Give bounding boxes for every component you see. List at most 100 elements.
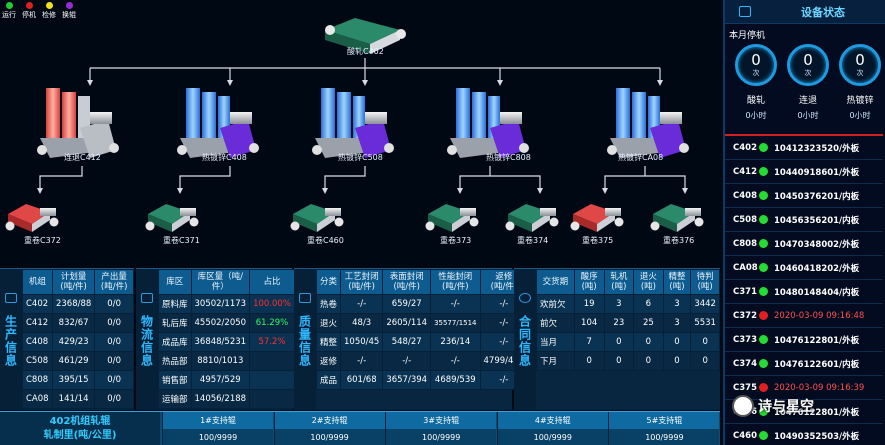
- gauge-count: 0: [751, 50, 761, 69]
- device-icon: [739, 6, 751, 17]
- watermark-logo-icon: [732, 395, 754, 417]
- machine-l2-2[interactable]: [312, 88, 394, 158]
- machine-l2-1[interactable]: [177, 88, 259, 158]
- table-cell: C412: [22, 313, 53, 333]
- machine-l2-3[interactable]: [447, 88, 529, 158]
- machine-l2-0[interactable]: [37, 88, 119, 158]
- table-cell: 36848/5231: [190, 332, 251, 352]
- header-text: 计划量: [60, 272, 87, 282]
- gauge-unit: 次: [752, 68, 760, 77]
- table-cell: 0/0: [94, 389, 134, 409]
- table-cell: 0: [603, 332, 635, 352]
- table-cell: 100.00%: [249, 294, 295, 314]
- table-cell: 141/14: [51, 389, 96, 409]
- monthly-downtime-title: 本月停机: [729, 31, 766, 41]
- roll-column-value: 100/9999: [163, 429, 273, 445]
- table-cell: 下月: [536, 351, 575, 371]
- table-cell: 4689/539: [430, 370, 481, 390]
- legend-item: 检修: [42, 2, 56, 20]
- legend-item: 运行: [2, 2, 16, 20]
- machine-l2-4[interactable]: [607, 88, 689, 158]
- table-row[interactable]: 返修-/--/--/-4799/422: [315, 351, 529, 371]
- table-cell: 0/0: [94, 294, 134, 314]
- logistics-title-strip: 物流信息: [136, 269, 158, 410]
- machine-l3-0[interactable]: [5, 204, 59, 232]
- gauge-count: 0: [803, 50, 813, 69]
- table-header-cell: 工艺封闭(吨/件): [340, 269, 384, 295]
- table-header-cell: 精整(吨): [662, 269, 692, 295]
- table-row[interactable]: 热卷-/-659/27-/--/-: [315, 294, 529, 314]
- table-cell: 236/14: [430, 332, 481, 352]
- table-cell: -/-: [340, 351, 384, 371]
- table-cell: 精整: [315, 332, 342, 352]
- table-cell: [249, 351, 295, 371]
- machine-label-l2: 热镀锌C408: [202, 153, 247, 162]
- unit-status-text: 10476122801/外板: [774, 407, 860, 418]
- table-header-cell: 库区量（吨/件）: [190, 269, 251, 295]
- machine-l3-6[interactable]: [650, 204, 704, 232]
- unit-status-text: 10450376201/内板: [774, 191, 860, 202]
- roll-column-head: 1#支持辊: [163, 412, 273, 429]
- machine-l3-2[interactable]: [290, 204, 344, 232]
- table-cell: 35577/1514: [430, 313, 481, 333]
- machine-c402[interactable]: [325, 0, 406, 54]
- machine-l3-3[interactable]: [425, 204, 479, 232]
- contract-title-strip: 合同信息: [514, 269, 536, 410]
- status-dot-icon: [759, 239, 768, 248]
- table-cell: 2368/88: [51, 294, 96, 314]
- table-cell: 3: [662, 294, 692, 314]
- unit-id: C402: [733, 142, 757, 153]
- table-header-cell: 产出量(吨/件): [94, 269, 134, 295]
- header-text: 工艺封闭: [344, 272, 379, 282]
- table-cell: 23: [603, 313, 635, 333]
- table-header-cell: 机组: [22, 269, 53, 295]
- machine-l3-1[interactable]: [145, 204, 199, 232]
- machine-l3-4[interactable]: [505, 204, 559, 232]
- gauge-count: 0: [855, 50, 865, 69]
- table-cell: 659/27: [382, 294, 432, 314]
- table-cell: 成品库: [158, 332, 192, 352]
- table-cell: 57.2%: [249, 332, 295, 352]
- machine-label-l3: 重卷375: [582, 236, 614, 245]
- table-cell: 热品部: [158, 351, 192, 371]
- machine-l3-5[interactable]: [570, 204, 624, 232]
- roll-bar-title-line1: 402机组轧辊: [49, 416, 111, 427]
- quality-icon: [299, 293, 311, 303]
